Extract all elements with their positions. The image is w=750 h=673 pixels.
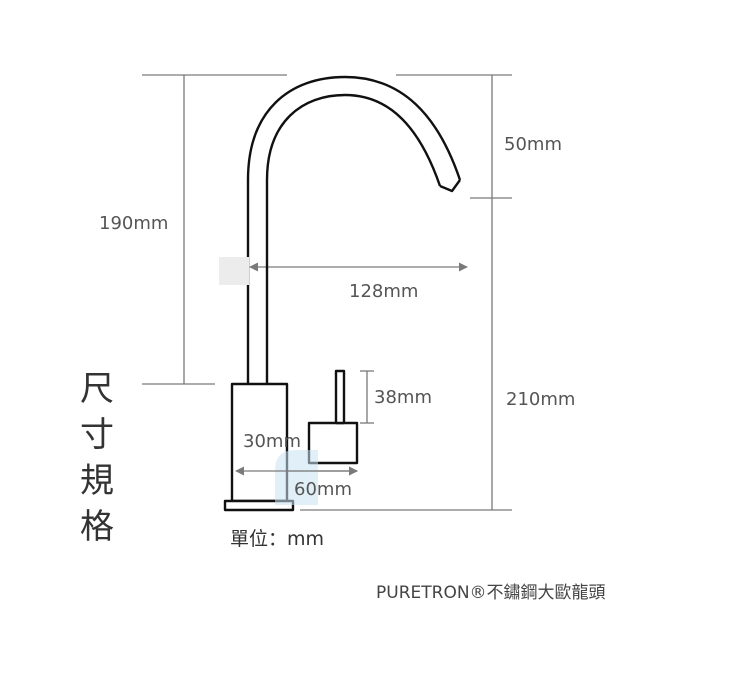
watermark-patch <box>219 257 249 285</box>
title-char-3: 規 <box>80 461 114 501</box>
label-spout-clearance: 210mm <box>506 389 575 410</box>
product-name: PURETRON®不鏽鋼大歐龍頭 <box>376 583 606 603</box>
spout-outer-edge <box>246 75 462 384</box>
label-spout-drop: 50mm <box>504 134 562 155</box>
vertical-dimension-lines <box>183 75 493 510</box>
title-char-2: 寸 <box>80 415 114 455</box>
label-lever-height: 38mm <box>374 387 432 408</box>
label-body-width: 30mm <box>243 431 301 452</box>
handle-lever <box>334 369 346 425</box>
faucet-outline <box>223 75 462 512</box>
spout-inner-edge <box>265 93 442 384</box>
extension-lines <box>142 74 512 511</box>
label-base-width: 60mm <box>294 479 352 500</box>
label-spout-reach: 128mm <box>349 281 418 302</box>
title-char-1: 尺 <box>80 369 114 409</box>
unit-label: 單位：mm <box>230 528 324 550</box>
title-char-4: 格 <box>80 507 114 547</box>
faucet-base <box>223 499 295 512</box>
spout-tip <box>439 179 461 193</box>
label-total-height: 190mm <box>99 213 168 234</box>
watermark-logo <box>275 450 318 505</box>
